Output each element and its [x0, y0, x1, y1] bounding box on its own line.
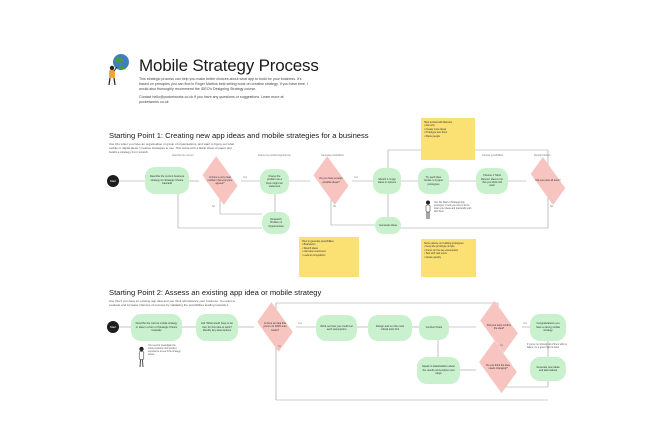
section-1-title: Starting Point 1: Creating new app ideas…	[109, 131, 369, 140]
s2-decision-tests-confirm: Did your tests confirm the idea?	[476, 300, 522, 354]
s1-node-paper-prototypes: Try each idea. Create 1-3 paper prototyp…	[418, 168, 449, 194]
s1-person-illustration	[424, 200, 432, 220]
s2-node-congratulations: Congratulations you have a strong mobile…	[530, 314, 566, 341]
s2-label-no-1: No	[278, 345, 282, 348]
intro-paragraph-1: This strategic process can help you make…	[139, 77, 308, 91]
s1-note-prototypes: Some advice on building prototypes • Kee…	[421, 239, 476, 277]
s2-decision-not-sure: Is there an idea that you're not 100% su…	[254, 302, 296, 352]
s2-label-yes-1: Yes	[298, 322, 302, 325]
s1-note-generate: How to generate possibilities • Brainsto…	[299, 237, 359, 277]
note-line: • Show people	[424, 134, 441, 138]
hero-illustration	[104, 52, 134, 86]
s2-node-what-would-be-true: Ask 'What would have to be true' for thi…	[196, 314, 238, 341]
s1-node-research: Research Problem & Opportunities	[262, 212, 290, 234]
note-line: • Test with real users	[424, 252, 447, 256]
note-line: • Brainstorm	[302, 243, 316, 247]
s1-node-frame-problem: Frame the problem as a 'How might we' st…	[260, 169, 289, 194]
s1-person-caption: Use this Start of Strategic App prototyp…	[434, 202, 472, 213]
s2-label-yes-2: Yes	[523, 322, 527, 325]
note-line: • Interview customers	[302, 250, 326, 254]
s1-decision-pass-tests: Did you pass all tests?	[526, 156, 570, 206]
s2-decision-idea-change: Do you think the idea needs changing?	[476, 340, 520, 394]
s2-node-describe-strategy: Describe the current mobile strategy or …	[131, 314, 182, 341]
s1-decision-clear-problem: Is there a very clear problem that every…	[199, 156, 241, 205]
s2-node-stakeholders: Speak to stakeholders about the results …	[417, 357, 460, 384]
s1-node-generate-ideas: Generate Ideas	[375, 217, 401, 234]
s2-label-no-2: No	[500, 344, 504, 347]
section-2-start-node: Start	[107, 321, 119, 333]
note-line: Some advice on building prototypes	[424, 242, 464, 245]
s2-person-illustration	[137, 346, 146, 368]
s1-label-no-3: No	[550, 205, 554, 208]
column-label-2: Frame the problem/opportunity	[258, 154, 291, 157]
s2-person-caption: You need to investigate the entire custo…	[148, 345, 181, 356]
s2-node-run-tests: Design and run the most critical tests f…	[368, 315, 412, 341]
s1-label-no-1: No	[212, 205, 216, 208]
intro-paragraph-2: Contact hello@pocketworks.co.uk if you h…	[139, 95, 284, 104]
s2-node-generate-alternatives: Generate new ideas and alternatives	[530, 357, 566, 381]
note-line: How to Deal with Barriers	[424, 121, 453, 124]
section-2-title: Starting Point 2: Assess an existing app…	[109, 288, 322, 297]
section-1-start-node: Start	[107, 175, 119, 187]
column-label-3: Generate possibilities	[321, 154, 344, 157]
note-line: How to generate possibilities	[302, 240, 334, 243]
s1-note-barriers: How to Deal with Barriers • Ask why • Cr…	[421, 118, 475, 160]
s1-decision-enough-ideas: Do you have enough possible ideas?	[310, 156, 352, 205]
s1-node-choose-idea: Choose 1 'Most Rescue' idea to run that …	[476, 168, 508, 194]
column-label-1: Describe the current	[172, 154, 194, 157]
s2-node-test-assumptions: Work out how you could test each assumpt…	[316, 315, 357, 341]
section-1-description: Use this when you have an organisation o…	[109, 142, 234, 154]
column-label-5: Identify barriers	[534, 154, 551, 157]
section-2-description: Use this if you have an existing app ide…	[109, 299, 236, 307]
intro-text: This strategic process can help you make…	[139, 77, 309, 108]
s1-node-describe-strategy: Describe the current business strategy f…	[145, 167, 189, 194]
note-line: • Focus on the key assumption	[424, 248, 459, 252]
note-line: • Iterate quickly	[424, 255, 441, 259]
s2-side-note: If you've run through all of them with n…	[527, 344, 568, 349]
s1-label-no-2: No	[333, 205, 337, 208]
column-label-4: Choose possibilities	[482, 154, 504, 157]
note-line: • Keep the prototype simple	[424, 245, 455, 249]
note-line: • Sketch ideas	[302, 246, 318, 250]
s1-label-yes-1: Yes	[243, 176, 247, 179]
s2-node-conduct-tests: Conduct Tests	[419, 316, 449, 340]
s1-label-yes-2: Yes	[354, 176, 358, 179]
note-line: • Look at competitors	[302, 253, 326, 257]
page-title: Mobile Strategy Process	[139, 56, 319, 75]
s1-node-sketch-ideas: Sketch 1-3 app ideas or options	[373, 168, 401, 194]
note-line: • Prototype test them	[424, 131, 448, 135]
note-line: • Ask why	[424, 124, 435, 128]
note-line: • Create more ideas	[424, 127, 447, 131]
